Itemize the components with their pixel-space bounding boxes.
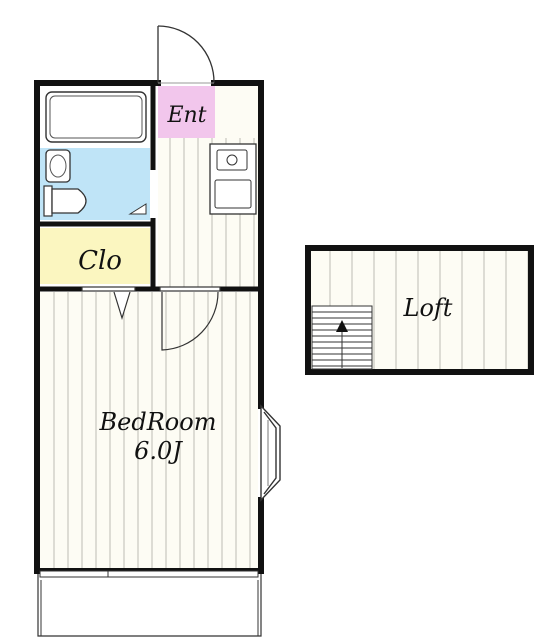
bedroom-size-label: 6.0J [134,437,183,465]
balcony [38,571,261,636]
washbasin [46,150,70,182]
loft-ladder [312,306,372,369]
kitchen-counter [210,144,256,214]
toilet [44,186,86,216]
stove [215,180,251,208]
entrance-label: Ent [166,103,206,128]
bathtub [46,92,146,142]
entrance-door [158,26,214,83]
closet-label: Clo [78,246,122,276]
bathroom [40,86,150,220]
bedroom-label: BedRoom [99,408,217,436]
bay-window [261,406,280,500]
loft-label: Loft [403,294,453,322]
